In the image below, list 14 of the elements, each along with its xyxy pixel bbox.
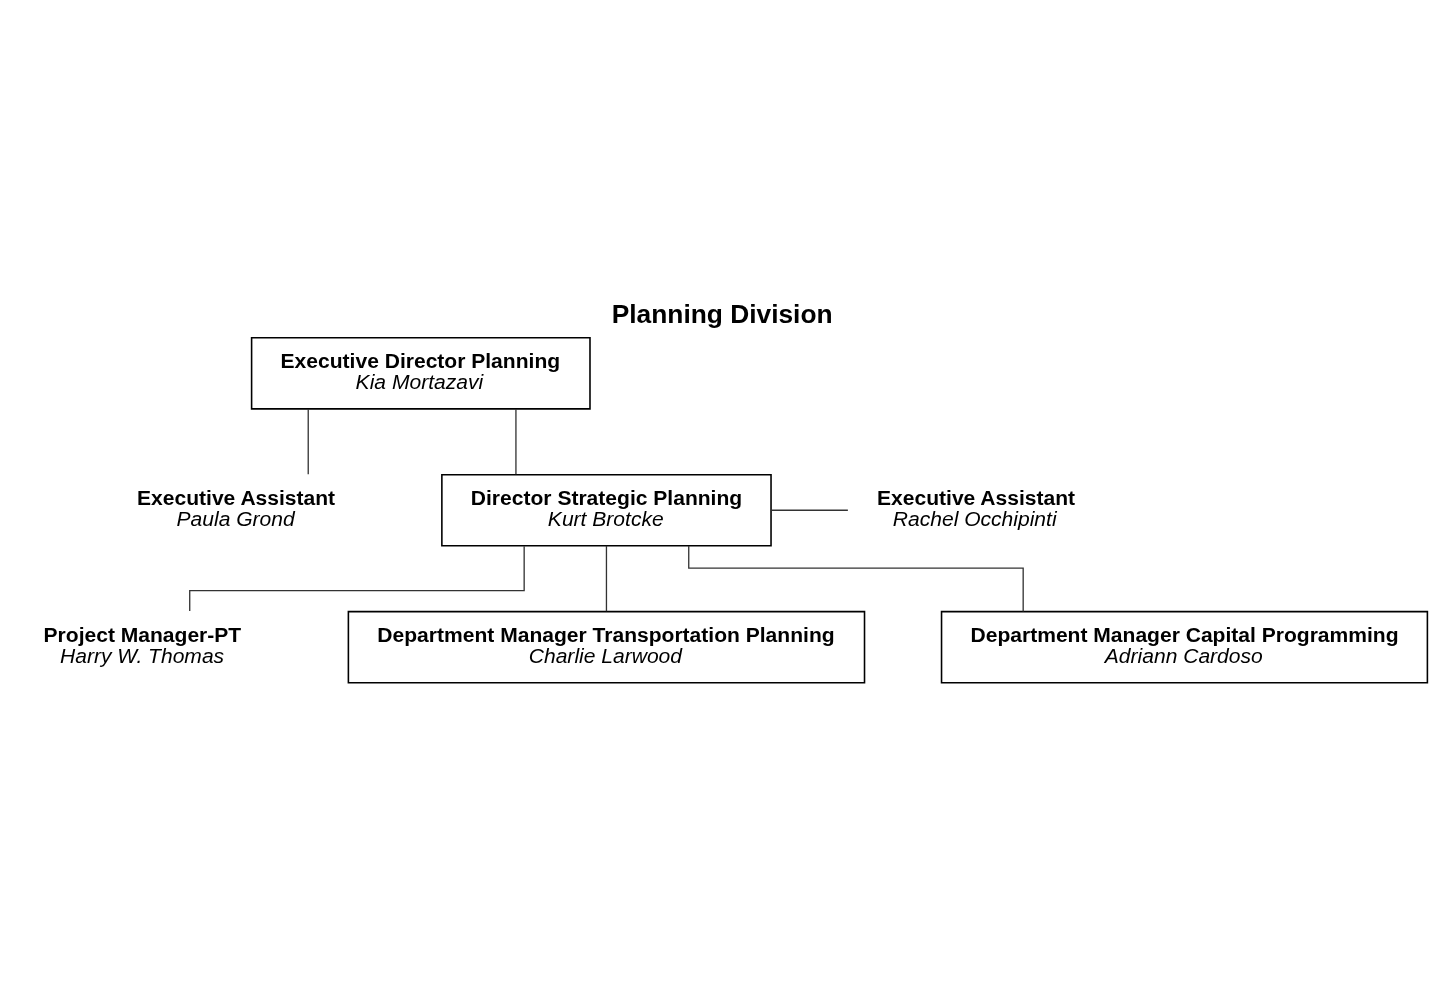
node-text: Executive Assistant Paula Grond bbox=[137, 485, 336, 530]
connector bbox=[770, 509, 849, 511]
node-box: Department Manager Transportation Planning Charlie Larwood bbox=[347, 610, 866, 684]
connector bbox=[307, 408, 309, 475]
node-text: Project Manager-PT Harry W. Thomas bbox=[43, 622, 242, 667]
connector bbox=[189, 545, 525, 612]
connector bbox=[605, 545, 608, 612]
node-box: Director Strategic Planning Kurt Brotcke bbox=[441, 473, 772, 547]
node-box: Department Manager Capital Programming Adriann Cardoso bbox=[940, 610, 1429, 684]
node-box: Executive Director Planning Kia Mortazavi bbox=[250, 336, 591, 410]
connector bbox=[688, 545, 1024, 613]
diagram-title: Planning Division bbox=[611, 299, 833, 330]
connector bbox=[515, 408, 517, 475]
node-text: Executive Assistant Rachel Occhipinti bbox=[877, 485, 1076, 530]
